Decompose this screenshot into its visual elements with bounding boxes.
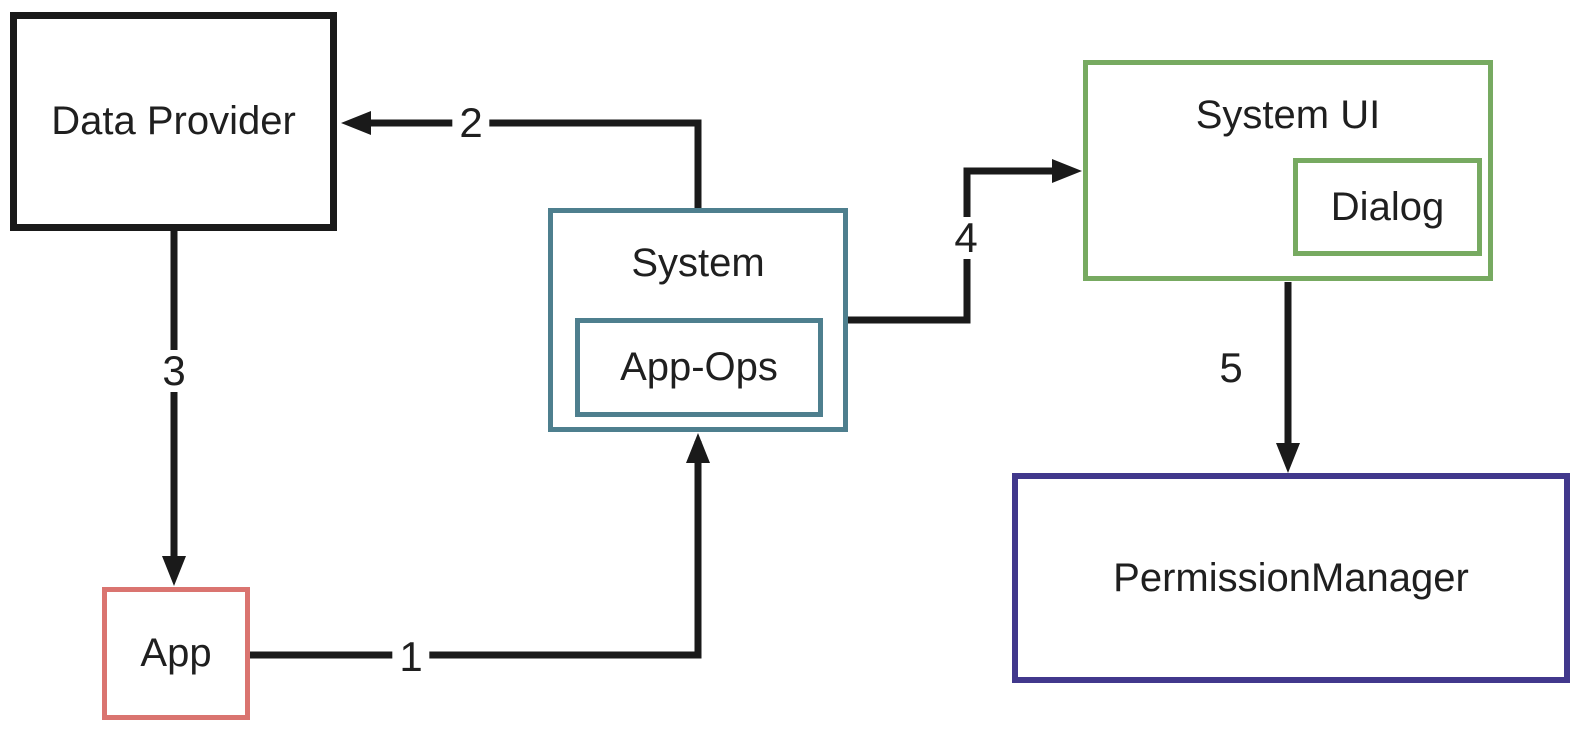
arrow-3 <box>162 231 186 586</box>
node-data-provider-label: Data Provider <box>51 99 296 143</box>
arrow-2 <box>341 111 702 210</box>
node-app-label: App <box>140 631 212 675</box>
node-system-ui: System UI Dialog <box>1083 60 1493 281</box>
arrow-1-label: 1 <box>392 636 430 678</box>
node-dialog-label: Dialog <box>1330 184 1445 229</box>
node-system-label: System <box>631 240 765 285</box>
arrow-5 <box>1276 282 1300 473</box>
arrow-1 <box>250 433 710 659</box>
node-app-ops: App-Ops <box>575 318 823 417</box>
node-data-provider: Data Provider <box>10 12 337 231</box>
node-permission-manager-label: PermissionManager <box>1113 555 1469 600</box>
arrow-3-label: 3 <box>155 350 193 392</box>
arrow-2-label: 2 <box>452 102 490 144</box>
arrow-5-label: 5 <box>1212 347 1250 389</box>
arrow-4-label: 4 <box>947 217 985 259</box>
node-system: System App-Ops <box>548 208 848 432</box>
node-permission-manager: PermissionManager <box>1012 473 1570 683</box>
node-app: App <box>102 587 250 720</box>
node-dialog: Dialog <box>1293 158 1482 256</box>
node-app-ops-label: App-Ops <box>620 345 778 389</box>
node-system-ui-label: System UI <box>1195 92 1381 137</box>
